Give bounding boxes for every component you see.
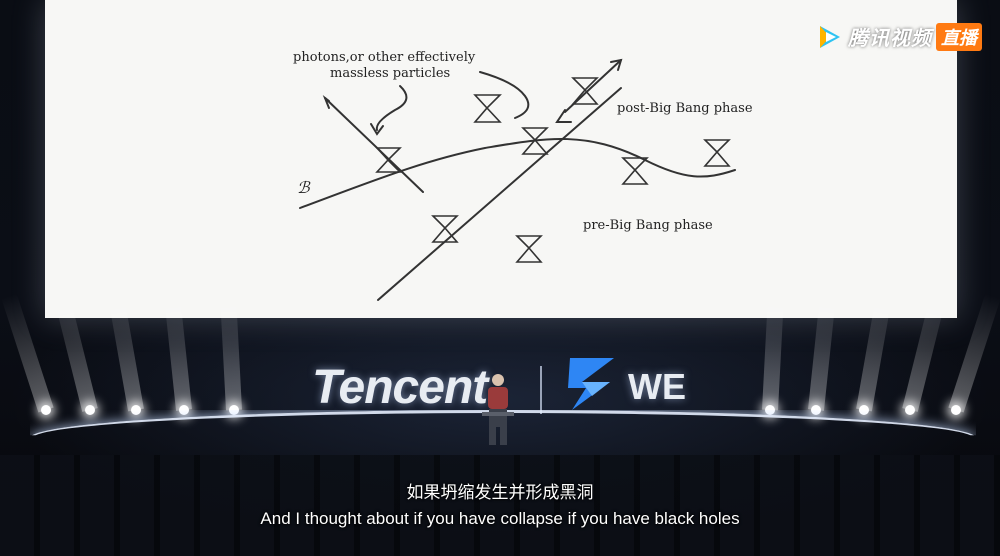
squiggle-arrow-2 [479, 71, 530, 119]
cone-8 [515, 235, 543, 263]
cone-7 [431, 215, 459, 243]
crossover-curve [299, 137, 736, 209]
we-logo-icon [568, 358, 614, 410]
label-photons-2: massless particles [330, 66, 451, 81]
label-photons-1: photons,or other effectively [293, 50, 476, 65]
light-cones [375, 77, 731, 263]
cone-6 [703, 139, 731, 167]
cone-2 [473, 94, 502, 123]
stage-light [905, 405, 915, 415]
stage-light [859, 405, 869, 415]
we-logo-text: WE [628, 366, 686, 407]
conformal-diagram [299, 58, 736, 301]
label-post-big-bang: post-Big Bang phase [617, 101, 753, 116]
stage-light [811, 405, 821, 415]
stage-light [131, 405, 141, 415]
cone-5 [621, 157, 649, 185]
stage-light [765, 405, 775, 415]
stage-light [229, 405, 239, 415]
brand-divider [540, 366, 542, 414]
stage-light [41, 405, 51, 415]
worldline-photon [324, 97, 424, 193]
cone-1 [375, 147, 402, 173]
stage-light [951, 405, 961, 415]
subtitles: 如果坍缩发生并形成黑洞 And I thought about if you h… [0, 478, 1000, 529]
cone-3 [521, 127, 549, 155]
projection-screen: photons,or other effectively massless pa… [45, 0, 957, 318]
tencent-logo-text: Tencent [312, 361, 488, 414]
cone-4 [571, 77, 599, 105]
tencent-video-watermark: 腾讯视频 直播 [816, 22, 982, 51]
label-script-b: ℬ [297, 178, 310, 197]
subtitle-chinese: 如果坍缩发生并形成黑洞 [406, 483, 594, 503]
worldline-main [377, 87, 622, 301]
live-badge: 直播 [936, 22, 982, 51]
arrow-photon-head [322, 95, 330, 109]
label-pre-big-bang: pre-Big Bang phase [583, 218, 713, 233]
speaker-figure [482, 374, 514, 445]
tencent-video-logo-icon [820, 25, 840, 48]
auditorium-seats [0, 455, 1000, 556]
squiggle-arrow-1 [375, 85, 408, 131]
stage-light [85, 405, 95, 415]
stage-light [179, 405, 189, 415]
watermark-brand: 腾讯视频 [848, 26, 932, 50]
subtitle-english: And I thought about if you have collapse… [260, 509, 740, 528]
